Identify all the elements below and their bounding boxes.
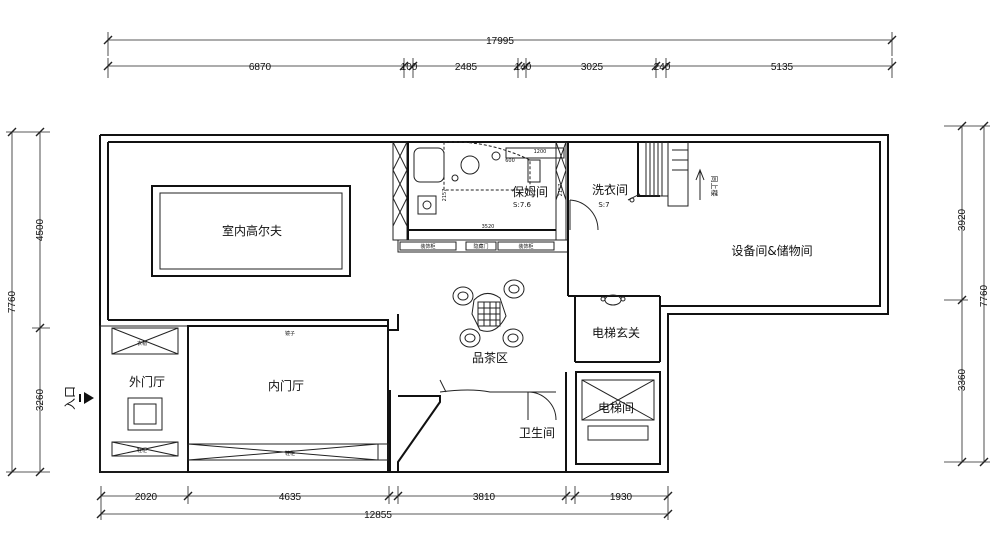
bottom-dim-2: 4635 bbox=[279, 492, 302, 503]
top-dim-4: 140 bbox=[515, 62, 532, 73]
golf-area-inner bbox=[159, 192, 343, 270]
laundry-area-label: S:7 bbox=[598, 201, 609, 209]
mirror-label: 镜子 bbox=[285, 330, 295, 337]
bottom-total-dim: 12855 bbox=[364, 510, 392, 521]
entrance-label: 入口 bbox=[63, 386, 77, 410]
right-dimension-lines bbox=[944, 121, 990, 467]
right-dim-2: 3360 bbox=[957, 368, 968, 391]
dim-sub-600: 600 bbox=[505, 158, 515, 164]
nanny-area-label: S:7.6 bbox=[513, 201, 531, 209]
bottom-dim-4: 1930 bbox=[610, 492, 633, 503]
cabinet-label-a: 装饰柜 bbox=[420, 243, 435, 250]
right-total-dim: 7760 bbox=[979, 284, 990, 307]
bottom-dim-3: 3810 bbox=[473, 492, 496, 503]
bottom-dim-1: 2020 bbox=[135, 492, 158, 503]
stairs bbox=[645, 141, 705, 207]
room-elevator-foyer: 电梯玄关 bbox=[592, 325, 640, 340]
top-total-dim: 17995 bbox=[486, 36, 514, 47]
outer-hall-bottom-box-label: 鞋柜 bbox=[137, 447, 147, 454]
room-equipment-storage: 设备间&储物间 bbox=[731, 243, 812, 258]
top-dim-2: 100 bbox=[401, 62, 418, 73]
top-dim-7: 5135 bbox=[771, 62, 794, 73]
inner-hall-walls bbox=[187, 325, 389, 473]
bottom-dimension-lines bbox=[96, 486, 673, 520]
top-dim-5: 3025 bbox=[581, 62, 604, 73]
nanny-door-swing bbox=[569, 199, 599, 231]
top-dim-6: 240 bbox=[654, 62, 671, 73]
left-dim-2: 3260 bbox=[35, 388, 46, 411]
left-total-dim: 7760 bbox=[7, 290, 18, 313]
shoe-cabinet-label: 鞋柜 bbox=[285, 450, 295, 457]
dim-sub-2157-a: 2157 bbox=[442, 189, 448, 202]
elevator-shaft bbox=[575, 371, 661, 465]
golf-area bbox=[151, 185, 351, 277]
top-dim-1: 6870 bbox=[249, 62, 272, 73]
dim-sub-3520: 3520 bbox=[482, 224, 495, 230]
cabinet-label-b: 隐藏门 bbox=[473, 243, 488, 250]
room-nanny: 保姆间 bbox=[512, 185, 548, 199]
room-laundry: 洗衣间 bbox=[592, 182, 628, 197]
top-dimension-lines bbox=[103, 32, 897, 78]
entrance-arrow-icon bbox=[84, 392, 94, 404]
tea-table bbox=[471, 293, 507, 332]
room-inner-hall: 内门厅 bbox=[268, 378, 304, 393]
room-tea-area: 品茶区 bbox=[472, 350, 508, 365]
right-dim-1: 3920 bbox=[957, 208, 968, 231]
left-dim-1: 4500 bbox=[35, 218, 46, 241]
room-elevator: 电梯间 bbox=[598, 401, 634, 415]
room-bathroom: 卫生间 bbox=[519, 426, 555, 440]
elevator-foyer-walls bbox=[574, 294, 661, 363]
tea-stools bbox=[452, 279, 525, 348]
left-dimension-lines bbox=[6, 127, 50, 477]
cabinet-label-c: 装饰柜 bbox=[518, 243, 533, 250]
nanny-room-walls bbox=[392, 141, 567, 241]
dim-sub-1200: 1200 bbox=[534, 149, 547, 155]
room-indoor-golf: 室内高尔夫 bbox=[222, 223, 282, 238]
bathroom-walls bbox=[389, 372, 567, 472]
stair-label: 同上楼 bbox=[710, 176, 719, 197]
outer-hall-top-box-label: 衣帽 bbox=[137, 340, 147, 347]
room-outer-hall: 外门厅 bbox=[129, 374, 165, 389]
top-dim-3: 2485 bbox=[455, 62, 478, 73]
dim-sub-2157-b: 2157 bbox=[558, 184, 564, 197]
